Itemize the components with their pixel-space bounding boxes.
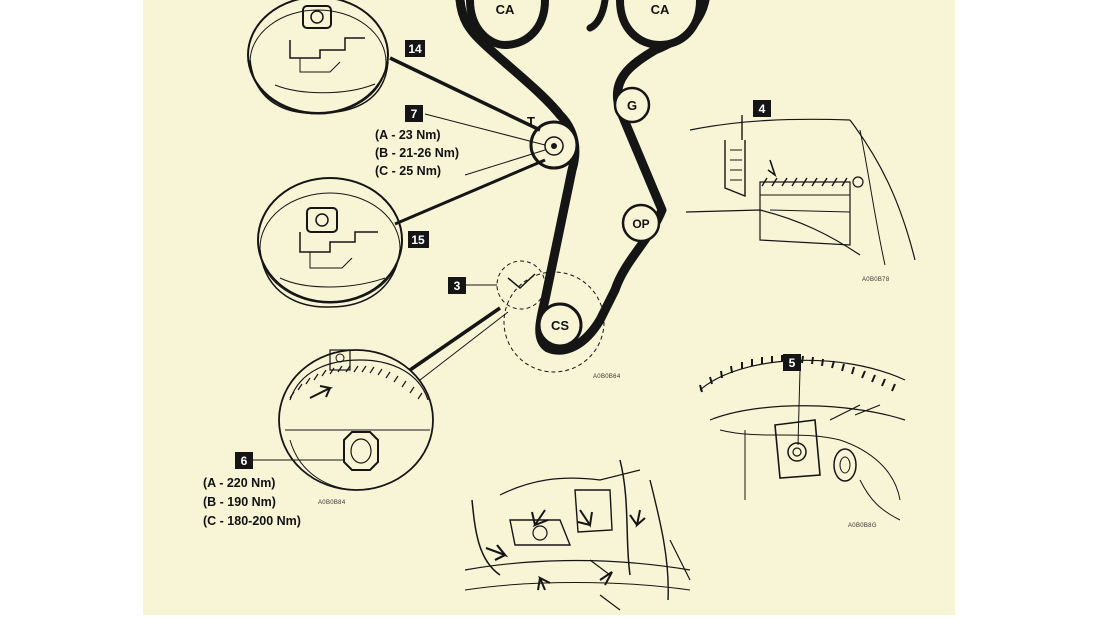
tool-detail-14 <box>247 0 389 115</box>
tensioner-mark-label: T <box>527 114 535 129</box>
pulley-label-cam-right: CA <box>651 2 670 17</box>
callout-15-label: 15 <box>411 233 425 247</box>
callout-14: 14 <box>405 40 425 57</box>
leader-line-6b <box>419 311 509 381</box>
pulley-label-oil-pump: OP <box>632 217 649 231</box>
callout-4-label: 4 <box>759 102 766 116</box>
pulley-label-cam-left: CA <box>496 2 515 17</box>
callout-7-label: 7 <box>411 107 418 121</box>
torque-7-b: (B - 21-26 Nm) <box>375 146 459 160</box>
figure-code-detail-5: A0B0B8G <box>848 523 877 529</box>
torque-6-b: (B - 190 Nm) <box>203 495 276 509</box>
crank-sensor-detail-5: A0B0B8G <box>699 354 906 529</box>
idler-pulley: G <box>613 86 651 124</box>
crankshaft-pulley: CS A0B0B64 <box>496 260 621 380</box>
torque-specs-crank-bolt: (A - 220 Nm) (B - 190 Nm) (C - 180-200 N… <box>203 476 301 528</box>
camshaft-pulley-right: CA <box>616 0 704 50</box>
callout-14-label: 14 <box>408 42 422 56</box>
tensioner-pulley: T <box>527 114 579 170</box>
callout-15: 15 <box>408 231 429 248</box>
callout-6-label: 6 <box>241 454 248 468</box>
crank-bolt-detail-6: A0B0B84 <box>278 349 434 506</box>
engine-bay-detail <box>464 459 691 611</box>
torque-specs-tensioner: (A - 23 Nm) (B - 21-26 Nm) (C - 25 Nm) <box>375 128 459 178</box>
timing-mark-detail-4: A0B0B78 <box>685 115 916 283</box>
tool-detail-15 <box>257 177 403 308</box>
callout-6: 6 <box>235 452 253 469</box>
figure-code-detail-6: A0B0B84 <box>318 500 346 506</box>
callout-7: 7 <box>405 105 423 122</box>
figure-code-main: A0B0B64 <box>593 374 621 380</box>
callout-3: 3 <box>448 277 497 294</box>
pulley-label-idler: G <box>627 98 637 113</box>
callout-5: 5 <box>783 354 801 371</box>
callout-4: 4 <box>753 100 771 117</box>
torque-7-a: (A - 23 Nm) <box>375 128 441 142</box>
callout-3-label: 3 <box>454 279 461 293</box>
leader-lines-tensioner <box>389 56 546 226</box>
pulley-label-crank: CS <box>551 318 569 333</box>
oil-pump-pulley: OP <box>621 203 661 243</box>
callout-5-label: 5 <box>789 356 796 370</box>
figure-code-detail-4: A0B0B78 <box>862 277 890 283</box>
torque-7-c: (C - 25 Nm) <box>375 164 441 178</box>
leader-line-6 <box>409 306 501 372</box>
torque-6-c: (C - 180-200 Nm) <box>203 514 301 528</box>
torque-6-a: (A - 220 Nm) <box>203 476 275 490</box>
camshaft-pulley-left: CA <box>466 0 549 50</box>
